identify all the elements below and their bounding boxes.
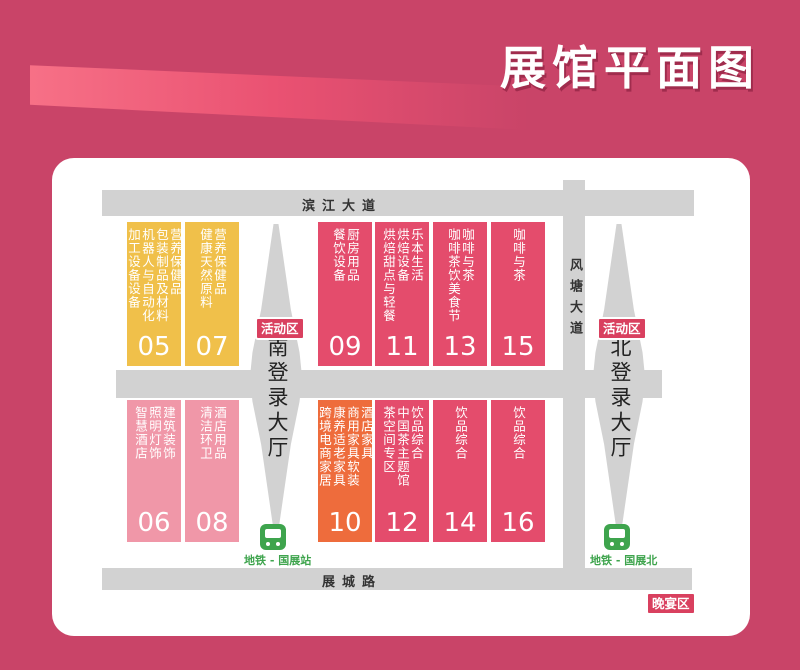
activity-zone-south[interactable]: 活动区 xyxy=(255,317,305,340)
booth-number: 14 xyxy=(443,508,477,538)
booth-08[interactable]: 酒店用品 清洁环卫 08 xyxy=(185,400,239,542)
road-top xyxy=(102,190,694,216)
road-bottom xyxy=(102,568,692,590)
banquet-zone[interactable]: 晚宴区 xyxy=(646,592,696,615)
booth-10[interactable]: 酒店家具 商用家具软装 康养适老家具 跨境电商家居 10 xyxy=(317,400,374,542)
south-entrance-hall-label: 南登录大厅 xyxy=(265,336,289,461)
booth-number: 12 xyxy=(385,508,419,538)
booth-number: 11 xyxy=(385,332,419,362)
booth-number: 16 xyxy=(501,508,535,538)
booth-09[interactable]: 厨房用品 餐饮设备 09 xyxy=(318,222,372,366)
road-middle xyxy=(116,370,662,398)
booth-number: 10 xyxy=(328,508,362,538)
booth-05[interactable]: 营养保健品 包装制品及材料 机器人与自动化 加工设备设备 05 xyxy=(126,222,183,366)
booth-number: 08 xyxy=(195,508,229,538)
booth-number: 05 xyxy=(137,332,171,362)
title-banner-streak xyxy=(30,65,530,130)
road-top-label: 滨江大道 xyxy=(302,199,383,214)
metro-south-icon xyxy=(260,524,286,550)
booth-14[interactable]: 饮品综合 14 xyxy=(433,400,487,542)
booth-06[interactable]: 建筑装饰 照明灯饰 智慧酒店 06 xyxy=(127,400,181,542)
booth-number: 13 xyxy=(443,332,477,362)
booth-11[interactable]: 乐本生活 烘焙设备 烘焙甜点与轻餐 11 xyxy=(375,222,429,366)
booth-number: 15 xyxy=(501,332,535,362)
booth-number: 09 xyxy=(328,332,362,362)
booth-number: 06 xyxy=(137,508,171,538)
page-title: 展馆平面图 xyxy=(500,41,760,95)
road-right-label: 风塘大道 xyxy=(567,258,582,342)
metro-north-label: 地铁 - 国展北 xyxy=(590,554,658,567)
metro-north-icon xyxy=(604,524,630,550)
booth-15[interactable]: 咖啡与茶 15 xyxy=(491,222,545,366)
booth-07[interactable]: 营养保健品 健康天然原料 07 xyxy=(185,222,239,366)
booth-12[interactable]: 饮品综合 中国茶主题馆 茶空间专区 12 xyxy=(375,400,429,542)
floor-plan-card: 滨江大道 风塘大道 展城路 南登录大厅 北登录大厅 营养保健品 包装制品及材料 … xyxy=(52,158,750,636)
metro-south-label: 地铁 - 国展站 xyxy=(244,554,312,567)
booth-16[interactable]: 饮品综合 16 xyxy=(491,400,545,542)
booth-number: 07 xyxy=(195,332,229,362)
road-bottom-label: 展城路 xyxy=(322,575,383,590)
north-entrance-hall-label: 北登录大厅 xyxy=(608,336,632,461)
booth-13[interactable]: 咖啡与茶 咖啡茶饮美食节 13 xyxy=(433,222,487,366)
activity-zone-north[interactable]: 活动区 xyxy=(597,317,647,340)
